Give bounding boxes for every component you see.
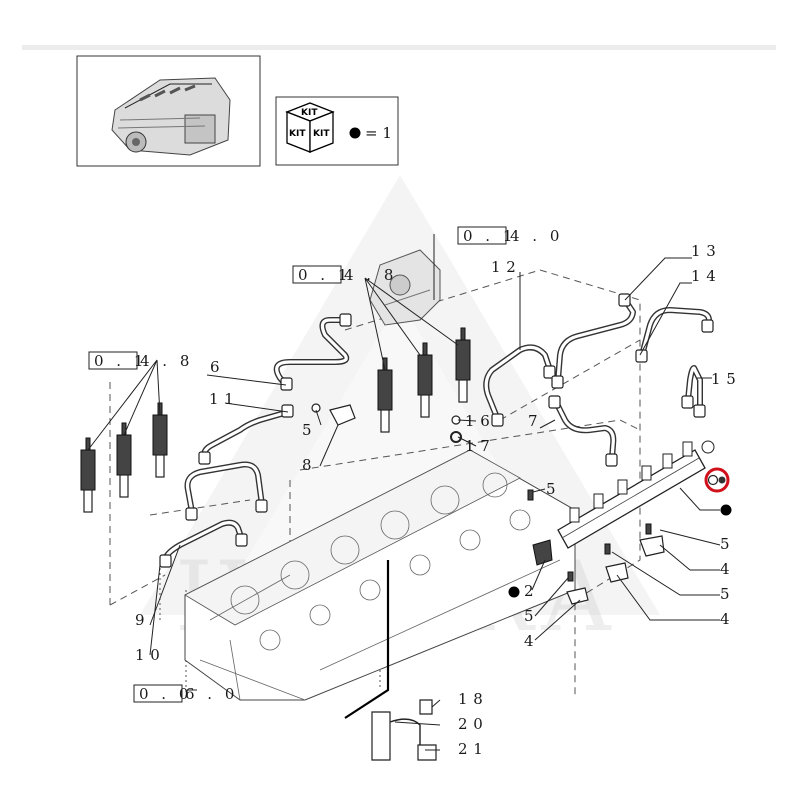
callout-5-b: 5 [546, 480, 556, 498]
kit-bullet-rail [720, 504, 732, 516]
callout-18: 1 8 [458, 690, 483, 708]
callout-8: 8 [302, 456, 312, 474]
fuel-pipes[interactable] [159, 293, 714, 568]
callout-12: 1 2 [491, 258, 516, 276]
high-pressure-pump[interactable] [369, 249, 441, 326]
kit-equation: = 1 [365, 124, 392, 142]
callout-4-a: 4 [720, 560, 730, 578]
callout-5-e: 5 [524, 607, 534, 625]
cylinder-head[interactable] [184, 449, 576, 701]
kit-bullet-icon [349, 127, 361, 139]
callout-6: 6 [210, 358, 220, 376]
engine-thumbnail[interactable] [76, 55, 261, 167]
callout-7: 7 [528, 412, 538, 430]
kit-cube-left-label: KIT [289, 129, 306, 139]
callout-4-b: 4 [720, 610, 730, 628]
reference-0060-rest: 6 . 0 [185, 685, 238, 703]
leader-lines [87, 234, 721, 751]
small-parts[interactable] [311, 403, 665, 761]
reference-0148-left-boxed: 0 . 1 [94, 352, 147, 370]
reference-0140-rest: 4 . 0 [510, 227, 563, 245]
reference-0140[interactable]: 0 . 1 4 . 0 [457, 226, 563, 245]
reference-0060[interactable]: 0 . 0 6 . 0 [133, 684, 238, 703]
callout-17: 1 7 [465, 437, 490, 455]
callout-16: 1 6 [465, 412, 490, 430]
highlighted-pressure-sensor[interactable] [704, 467, 730, 493]
common-rail[interactable] [557, 440, 715, 549]
kit-bullet-2 [508, 586, 520, 598]
reference-0140-boxed: 0 . 1 [463, 227, 516, 245]
reference-0148-top-rest: 4 . 8 [344, 266, 397, 284]
injectors-left[interactable] [80, 402, 168, 513]
kit-cube-top-label: KIT [301, 108, 318, 118]
callout-10: 1 0 [135, 646, 160, 664]
kit-cube-right-label: KIT [313, 129, 330, 139]
callout-20: 2 0 [458, 715, 483, 733]
callout-13: 1 3 [691, 242, 716, 260]
callout-labels: 1 3 1 4 1 2 1 5 6 1 1 5 8 1 6 1 7 7 5 5 … [135, 242, 736, 758]
callout-14: 1 4 [691, 267, 716, 285]
reference-0060-boxed: 0 . 0 [139, 685, 192, 703]
callout-21: 2 1 [458, 740, 483, 758]
reference-0148-top[interactable]: 0 . 1 4 . 8 [292, 265, 397, 284]
reference-0148-top-boxed: 0 . 1 [298, 266, 351, 284]
reference-0148-left[interactable]: 0 . 1 4 . 8 [88, 351, 193, 370]
callout-9: 9 [135, 611, 145, 629]
injectors-center[interactable] [377, 327, 471, 433]
callout-15: 1 5 [711, 370, 736, 388]
reference-0148-left-rest: 4 . 8 [140, 352, 193, 370]
callout-11: 1 1 [209, 390, 234, 408]
kit-bullets [508, 504, 732, 598]
engine-thumbnail-image [111, 77, 231, 156]
callout-2: 2 [524, 582, 534, 600]
callout-5-d: 5 [720, 585, 730, 603]
callout-5-a: 5 [302, 421, 312, 439]
top-divider [22, 45, 776, 50]
kit-legend: KIT KIT KIT = 1 [275, 96, 399, 166]
callout-5-c: 5 [720, 535, 730, 553]
kit-cube-icon: KIT KIT KIT [285, 102, 335, 153]
callout-4-c: 4 [524, 632, 534, 650]
